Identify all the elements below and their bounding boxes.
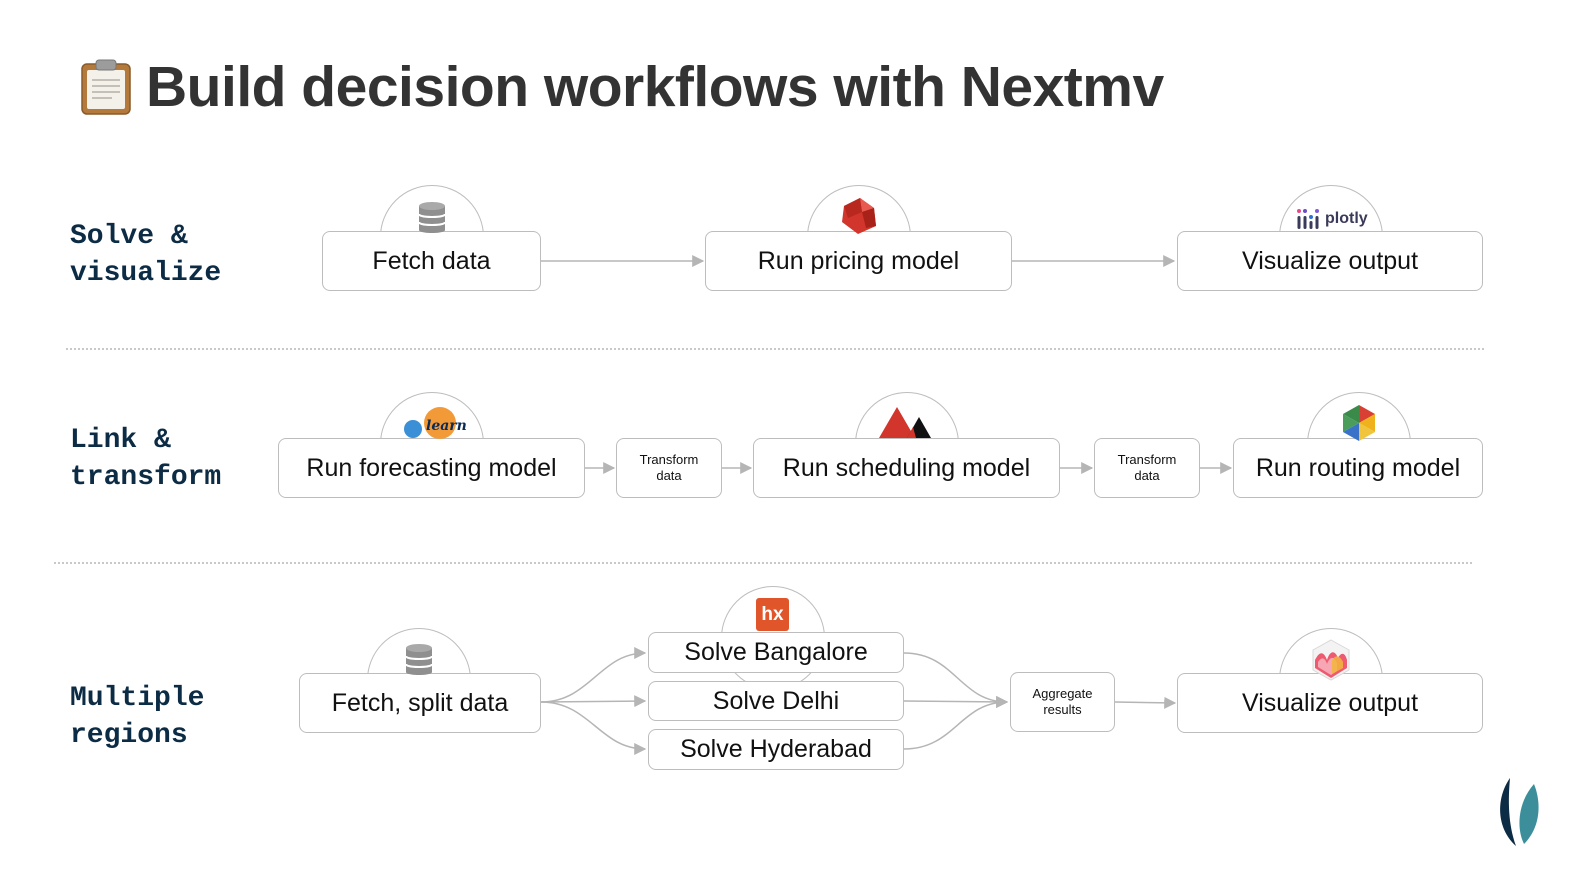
arrow-connector: [903, 695, 1009, 708]
node-aggregate-results[interactable]: Aggregate results: [1010, 672, 1115, 732]
arrow-connector: [1114, 696, 1177, 709]
row-divider: [54, 562, 1472, 564]
node-visualize-output[interactable]: Visualize output: [1177, 231, 1483, 291]
node-label: Fetch, split data: [331, 688, 509, 717]
node-fetch-split-data[interactable]: Fetch, split data: [299, 673, 541, 733]
node-run-pricing-model[interactable]: Run pricing model: [705, 231, 1012, 291]
clipboard-icon: [81, 59, 131, 115]
node-label-line: results: [1043, 702, 1082, 717]
node-label: Run routing model: [1255, 453, 1461, 482]
node-label-line: Aggregate: [1032, 686, 1093, 701]
node-transform-data[interactable]: Transform data: [1094, 438, 1200, 498]
scikit-learn-logo-icon: learn: [402, 407, 467, 441]
node-fetch-data[interactable]: Fetch data: [322, 231, 541, 291]
plotly-logo-icon: plotly: [1296, 208, 1368, 230]
node-solve-hyderabad[interactable]: Solve Hyderabad: [648, 729, 904, 770]
arrow-connector: [540, 701, 647, 755]
scikit-learn-logo-text: learn: [426, 418, 467, 434]
node-visualize-output[interactable]: Visualize output: [1177, 673, 1483, 733]
node-label: Run pricing model: [757, 246, 960, 275]
node-label: Run forecasting model: [306, 453, 557, 482]
hexaly-logo-icon: hx: [756, 598, 789, 631]
database-icon: [418, 202, 446, 233]
arrow-connector: [903, 696, 1009, 750]
node-run-scheduling-model[interactable]: Run scheduling model: [753, 438, 1060, 498]
plotly-bars-icon: [1297, 209, 1319, 229]
page-title: Build decision workflows with Nextmv: [146, 55, 1164, 119]
mountain-logo-icon: [879, 407, 931, 438]
arrow-connector: [903, 652, 1009, 708]
ruby-gem-icon: [842, 198, 876, 234]
node-label-line: data: [656, 468, 682, 483]
node-solve-bangalore[interactable]: Solve Bangalore: [648, 632, 904, 673]
node-label-line: Transform: [1117, 452, 1177, 467]
node-transform-data[interactable]: Transform data: [616, 438, 722, 498]
node-label-line: Transform: [639, 452, 699, 467]
node-label: Visualize output: [1241, 246, 1419, 275]
scikit-learn-shapes-icon: [404, 407, 456, 439]
node-label: Fetch data: [372, 246, 491, 275]
node-run-forecasting-model[interactable]: Run forecasting model: [278, 438, 585, 498]
page-title-row: Build decision workflows with Nextmv: [80, 52, 1164, 122]
node-run-routing-model[interactable]: Run routing model: [1233, 438, 1483, 498]
node-label: Run scheduling model: [782, 453, 1031, 482]
node-label-line: data: [1134, 468, 1160, 483]
nextmv-leaf-logo-icon: [1500, 778, 1539, 846]
row-label-solve-visualize: Solve & visualize: [70, 221, 222, 289]
plotly-logo-text: plotly: [1325, 210, 1368, 227]
row-divider: [66, 348, 1484, 350]
arrow-connector: [540, 647, 647, 703]
node-solve-delhi[interactable]: Solve Delhi: [648, 681, 904, 721]
node-label: Solve Delhi: [712, 686, 840, 715]
arrow-connector: [540, 695, 647, 708]
node-label: Solve Hyderabad: [680, 735, 872, 763]
database-icon: [405, 644, 433, 675]
node-label: Visualize output: [1241, 688, 1419, 717]
row-label-multiple-regions: Multiple regions: [70, 683, 205, 751]
node-label: Solve Bangalore: [684, 638, 868, 666]
streamlit-chart-icon: [1312, 639, 1350, 681]
row-label-link-transform: Link & transform: [70, 425, 222, 493]
or-tools-hexagon-icon: [1343, 405, 1375, 441]
hexaly-logo-text: hx: [761, 603, 784, 625]
